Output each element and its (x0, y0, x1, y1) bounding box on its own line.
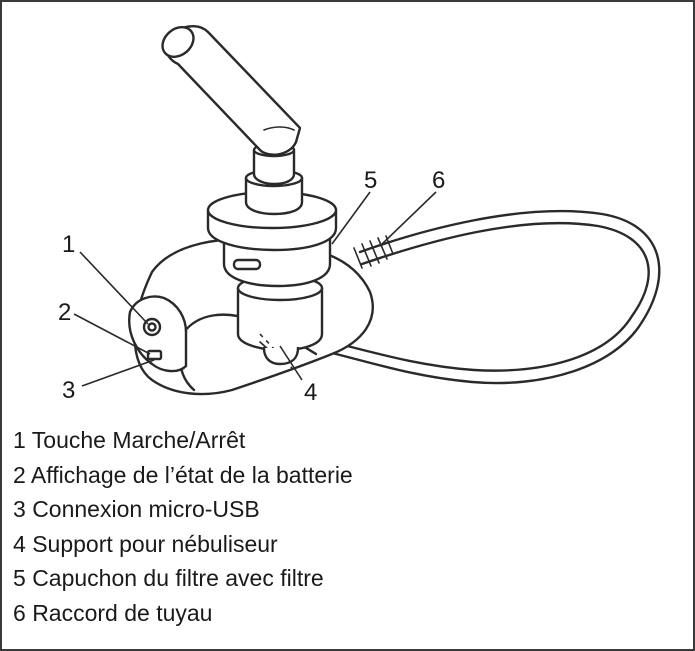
legend-label: Raccord de tuyau (32, 599, 213, 626)
mouthpiece (161, 25, 302, 156)
hose-connector (353, 235, 394, 269)
leader-3 (81, 359, 155, 387)
callout-4: 4 (304, 379, 317, 406)
legend-label: Support pour nébuliseur (32, 530, 278, 557)
callout-6: 6 (432, 167, 445, 194)
leader-1 (79, 251, 149, 325)
callout-1: 1 (62, 231, 75, 258)
legend-item: 5 Capuchon du filtre avec filtre (13, 561, 353, 596)
leader-6 (379, 191, 437, 247)
legend-number: 4 (13, 530, 26, 557)
legend-item: 6 Raccord de tuyau (13, 596, 353, 631)
leader-lines (73, 191, 437, 387)
leader-5 (331, 191, 371, 245)
legend-number: 3 (13, 496, 26, 523)
nebulizer-illustration: 1 2 3 4 5 6 (58, 25, 661, 406)
callout-3: 3 (62, 377, 75, 404)
filter-cap (206, 190, 338, 288)
leader-2 (73, 313, 151, 355)
legend-label: Capuchon du filtre avec filtre (32, 565, 324, 592)
leader-4 (279, 345, 303, 381)
legend-item: 4 Support pour nébuliseur (13, 527, 353, 562)
legend-item: 3 Connexion micro-USB (13, 492, 353, 527)
legend-label: Connexion micro-USB (32, 496, 260, 523)
parts-legend: 1 Touche Marche/Arrêt 2 Affichage de l’é… (13, 423, 353, 631)
legend-item: 2 Affichage de l’état de la batterie (13, 458, 353, 493)
legend-item: 1 Touche Marche/Arrêt (13, 423, 353, 458)
legend-number: 5 (13, 565, 26, 592)
callout-2: 2 (58, 299, 71, 326)
legend-label: Touche Marche/Arrêt (31, 427, 246, 453)
legend-number: 6 (13, 599, 26, 626)
legend-label: Affichage de l’état de la batterie (30, 461, 353, 488)
legend-number: 2 (13, 461, 26, 488)
legend-number: 1 (13, 427, 26, 453)
side-panel (128, 295, 188, 373)
callout-5: 5 (364, 167, 377, 194)
